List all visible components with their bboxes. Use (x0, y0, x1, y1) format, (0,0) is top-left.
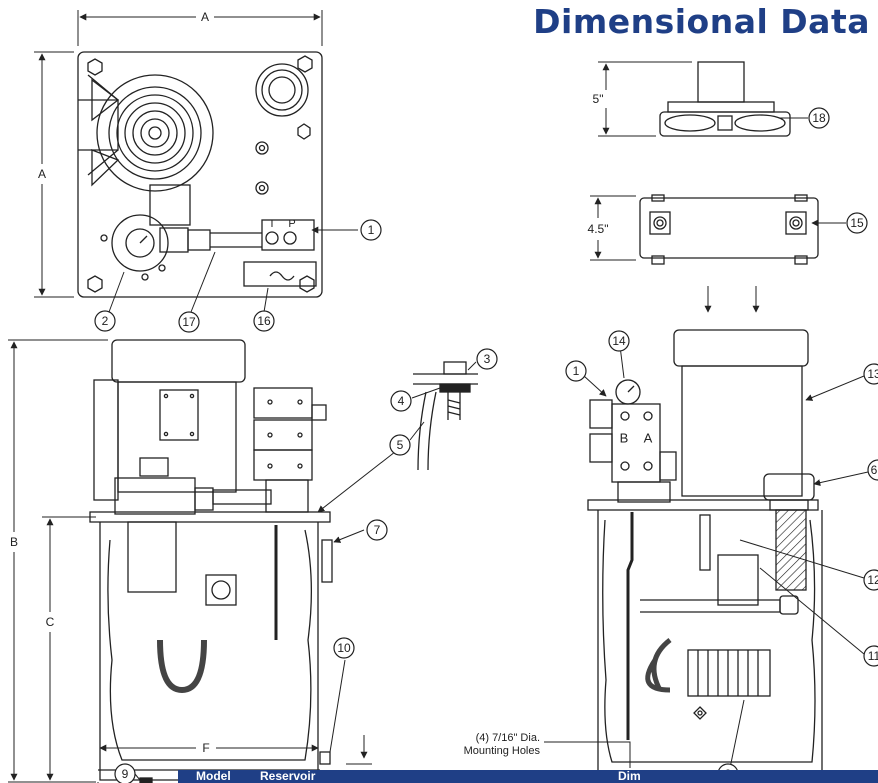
dim-a-top: A (201, 10, 209, 24)
side-elevation-view (587, 329, 823, 779)
callout-9: 9 (122, 767, 129, 781)
callout-15: 15 (850, 216, 864, 230)
callout-13: 13 (867, 367, 878, 381)
dim-c: C (46, 615, 55, 629)
table-header: Model Reservoir Dim (178, 770, 878, 783)
callout-1-side: 1 (573, 364, 580, 378)
callout-16: 16 (257, 314, 271, 328)
mounting-note-line2: Mounting Holes (464, 745, 541, 757)
cooler-detail (639, 194, 819, 265)
top-plan-view (77, 51, 323, 298)
dim-b: B (10, 535, 18, 549)
callout-circle-1b (565, 360, 587, 382)
port-t-label: T (269, 218, 276, 230)
callout-circle-2 (94, 310, 116, 332)
callout-circle-4 (390, 390, 412, 412)
callout-5: 5 (397, 438, 404, 452)
callout-circle-11 (863, 645, 878, 667)
callout-circle-16 (253, 310, 275, 332)
table-header-model: Model (196, 770, 231, 783)
dim-f: F (202, 741, 209, 755)
dim-4-5in: 4.5" (588, 222, 609, 236)
callout-circle-12 (863, 569, 878, 591)
callout-circle-1 (360, 219, 382, 241)
callout-14: 14 (612, 334, 626, 348)
callout-circle-5 (389, 434, 411, 456)
fitting-detail (413, 361, 478, 471)
callout-circle-18 (808, 107, 830, 129)
heat-exchanger-detail (659, 61, 791, 137)
callout-12: 12 (867, 573, 878, 587)
callout-circle-10 (333, 637, 355, 659)
callout-6: 6 (871, 463, 878, 477)
callout-circle-6 (867, 459, 878, 481)
port-a-label: A (644, 431, 653, 446)
callout-circle-13 (863, 363, 878, 385)
port-p-label: P (288, 218, 295, 230)
callout-11: 11 (868, 649, 878, 663)
callout-10: 10 (337, 641, 351, 655)
dim-5in: 5" (593, 92, 604, 106)
callout-circle-7 (366, 519, 388, 541)
callout-18: 18 (812, 111, 826, 125)
page-title: Dimensional Data (533, 2, 870, 41)
callout-circle-3 (476, 348, 498, 370)
callout-circle-9 (114, 763, 136, 783)
front-elevation-view (89, 339, 333, 783)
callout-1: 1 (368, 223, 375, 237)
callout-17: 17 (182, 315, 196, 329)
table-header-dim: Dim (618, 770, 641, 783)
callout-circle-15 (846, 212, 868, 234)
callout-2: 2 (102, 314, 109, 328)
callout-4: 4 (398, 394, 405, 408)
callout-7: 7 (374, 523, 381, 537)
callout-3: 3 (484, 352, 491, 366)
callout-circle-17 (178, 311, 200, 333)
table-header-reservoir: Reservoir (260, 770, 316, 783)
dim-a-left: A (38, 167, 46, 181)
port-b-label: B (620, 431, 629, 446)
callout-circle-14 (608, 330, 630, 352)
mounting-note-line1: (4) 7/16" Dia. (476, 732, 540, 744)
